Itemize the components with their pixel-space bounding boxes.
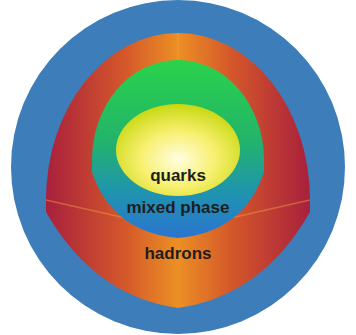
mixed-phase-layer: mixed phase quarks (92, 60, 264, 240)
layer-label: hadrons (46, 244, 310, 264)
quark-core-fill (116, 104, 240, 196)
quark-core: quarks (116, 104, 240, 196)
mixed-phase-layer-fill (92, 60, 264, 238)
hadron-layer: hadrons mixed phase quarks (46, 33, 310, 308)
hadron-layer-fill (46, 33, 310, 308)
outer-crust (11, 0, 345, 334)
layer-label: quarks (116, 166, 240, 186)
layer-label: mixed phase (92, 198, 264, 218)
